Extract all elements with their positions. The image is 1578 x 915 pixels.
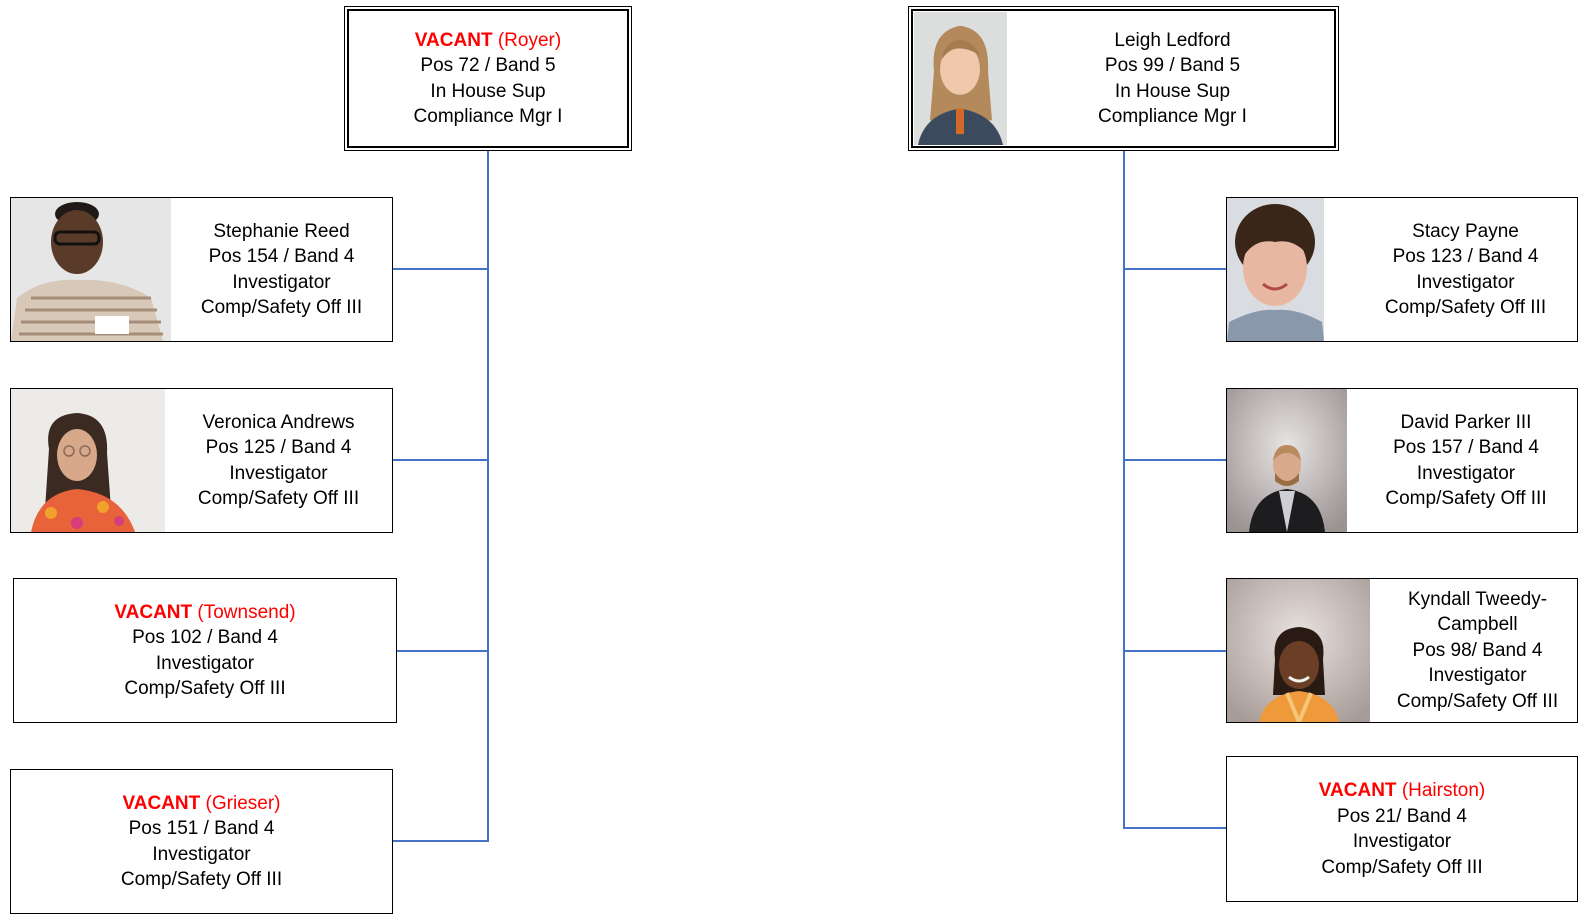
photo-veronica-andrews (11, 389, 165, 532)
position-band: Pos 123 / Band 4 (1392, 246, 1539, 267)
job-role: Comp/Safety Off III (1396, 690, 1559, 712)
photo-stephanie-reed (11, 198, 171, 341)
right-manager-card: Leigh Ledford Pos 99 / Band 5 In House S… (908, 6, 1339, 151)
position-band: Pos 154 / Band 4 (208, 246, 355, 267)
job-title: In House Sup (430, 80, 546, 102)
photo-david-parker (1227, 389, 1347, 532)
job-role: Comp/Safety Off III (197, 488, 360, 509)
connector-left-branch-1 (392, 268, 488, 270)
job-title: Investigator (229, 462, 328, 484)
position-band: Pos 99 / Band 5 (1104, 55, 1241, 76)
right-manager-text: Leigh Ledford Pos 99 / Band 5 In House S… (1007, 7, 1338, 150)
left-manager-card: VACANT (Royer) Pos 72 / Band 5 In House … (344, 6, 632, 151)
connector-left-branch-2 (392, 459, 488, 461)
person-name: David Parker III (1400, 411, 1532, 433)
connector-right-branch-1 (1123, 268, 1227, 270)
job-title: Investigator (232, 271, 331, 293)
position-band: Pos 72 / Band 5 (420, 55, 556, 76)
staff-card-stephanie-reed: Stephanie Reed Pos 154 / Band 4 Investig… (10, 197, 393, 342)
position-band: Pos 151 / Band 4 (128, 818, 275, 839)
job-role: Comp/Safety Off III (1384, 297, 1547, 318)
job-role: Compliance Mgr I (413, 106, 563, 127)
connector-left-branch-3 (396, 650, 488, 652)
staff-text: VACANT (Grieser) Pos 151 / Band 4 Invest… (11, 770, 392, 913)
vacant-label: VACANT (122, 792, 201, 814)
job-title: In House Sup (1114, 80, 1231, 102)
connector-right-branch-2 (1123, 459, 1227, 461)
job-title: Investigator (155, 652, 255, 674)
position-band: Pos 102 / Band 4 (132, 627, 278, 648)
connector-right-branch-3 (1123, 650, 1227, 652)
previous-holder: (Royer) (497, 29, 562, 51)
staff-text: Stacy Payne Pos 123 / Band 4 Investigato… (1324, 198, 1578, 341)
person-name-line-2: Campbell (1437, 614, 1518, 636)
vacant-line: VACANT (Royer) (415, 28, 561, 54)
job-role: Comp/Safety Off III (1385, 488, 1547, 509)
job-title: Investigator (1352, 831, 1452, 852)
person-name: Stephanie Reed (213, 220, 350, 242)
job-role: Compliance Mgr I (1098, 106, 1247, 127)
staff-text: Kyndall Tweedy- Campbell Pos 98/ Band 4 … (1370, 579, 1578, 722)
connector-right-branch-4 (1123, 827, 1227, 829)
job-title: Investigator (1428, 665, 1527, 687)
photo-leigh-ledford (914, 12, 1007, 145)
vacant-label: VACANT (1318, 780, 1397, 801)
vacant-line: VACANT (Grieser) (123, 791, 281, 817)
position-band: Pos 157 / Band 4 (1393, 437, 1539, 458)
position-band: Pos 21/ Band 4 (1337, 805, 1467, 827)
staff-card-stacy-payne: Stacy Payne Pos 123 / Band 4 Investigato… (1226, 197, 1578, 342)
staff-card-veronica-andrews: Veronica Andrews Pos 125 / Band 4 Invest… (10, 388, 393, 533)
job-role: Comp/Safety Off III (120, 869, 283, 890)
position-band: Pos 98/ Band 4 (1412, 639, 1543, 661)
connector-left-trunk (487, 150, 489, 842)
person-name: Leigh Ledford (1114, 29, 1231, 51)
job-title: Investigator (152, 843, 251, 865)
staff-card-vacant-hairston: VACANT (Hairston) Pos 21/ Band 4 Investi… (1226, 756, 1578, 902)
staff-card-vacant-grieser: VACANT (Grieser) Pos 151 / Band 4 Invest… (10, 769, 393, 914)
previous-holder: (Grieser) (205, 792, 281, 814)
person-name: Veronica Andrews (202, 411, 355, 433)
position-band: Pos 125 / Band 4 (205, 437, 352, 458)
staff-card-david-parker: David Parker III Pos 157 / Band 4 Invest… (1226, 388, 1578, 533)
staff-text: VACANT (Townsend) Pos 102 / Band 4 Inves… (14, 579, 396, 722)
job-title: Investigator (1416, 462, 1516, 484)
connector-right-trunk (1123, 150, 1125, 829)
vacant-line: VACANT (Townsend) (114, 600, 295, 626)
person-name-line-1: Kyndall Tweedy- (1407, 588, 1548, 610)
photo-stacy-payne (1227, 198, 1324, 341)
staff-card-kyndall-tweedy-campbell: Kyndall Tweedy- Campbell Pos 98/ Band 4 … (1226, 578, 1578, 723)
staff-text: VACANT (Hairston) Pos 21/ Band 4 Investi… (1227, 757, 1577, 901)
photo-kyndall-tweedy-campbell (1227, 579, 1370, 722)
connector-left-branch-4 (392, 840, 488, 842)
previous-holder: (Townsend) (197, 601, 296, 623)
vacant-label: VACANT (114, 601, 193, 623)
staff-text: Veronica Andrews Pos 125 / Band 4 Invest… (165, 389, 392, 532)
vacant-line: VACANT (Hairston) (1319, 778, 1485, 804)
staff-text: David Parker III Pos 157 / Band 4 Invest… (1347, 389, 1578, 532)
job-title: Investigator (1416, 271, 1515, 293)
previous-holder: (Hairston) (1401, 780, 1486, 801)
staff-text: Stephanie Reed Pos 154 / Band 4 Investig… (171, 198, 392, 341)
job-role: Comp/Safety Off III (1321, 856, 1483, 878)
job-role: Comp/Safety Off III (200, 297, 363, 318)
job-role: Comp/Safety Off III (124, 678, 286, 699)
person-name: Stacy Payne (1412, 220, 1519, 242)
staff-card-vacant-townsend: VACANT (Townsend) Pos 102 / Band 4 Inves… (13, 578, 397, 723)
left-manager-text: VACANT (Royer) Pos 72 / Band 5 In House … (345, 7, 631, 150)
vacant-label: VACANT (414, 29, 493, 51)
